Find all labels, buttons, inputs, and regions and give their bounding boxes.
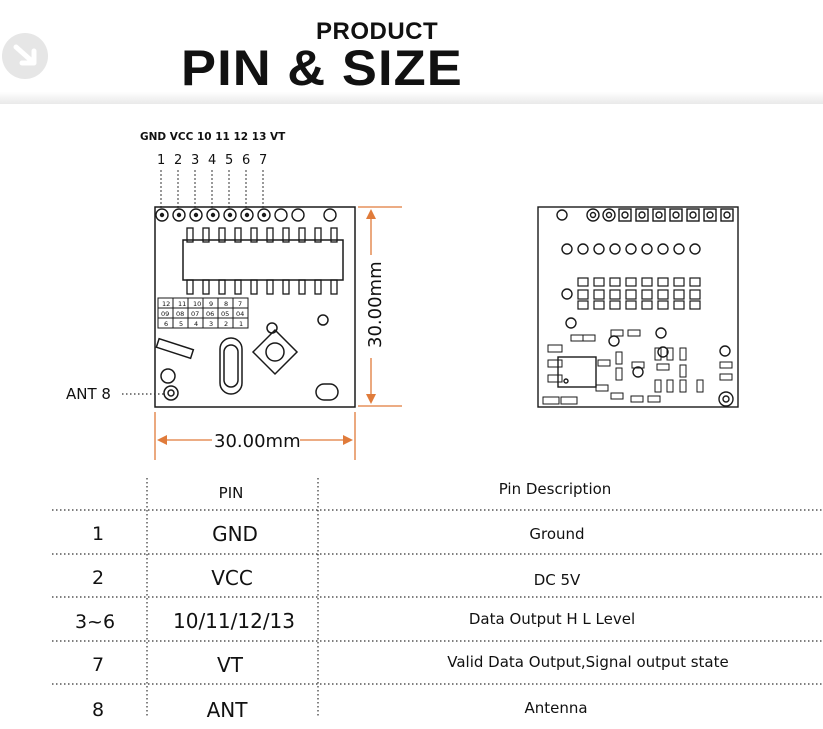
pin-number: 6: [242, 153, 250, 168]
board-back: [537, 206, 739, 408]
chip-cell: 07: [191, 310, 199, 318]
chip-cell: 09: [161, 310, 169, 318]
table-cell-pin: VCC: [211, 566, 253, 590]
pin-names-label: GND VCC 10 11 12 13 VT: [140, 131, 286, 143]
header-pin: PIN: [218, 484, 244, 502]
dimension-arrowheads: [157, 209, 376, 445]
chip-mapping-table: 12 11 10 9 8 7 09 08 07 06 05 04 6 5 4 3…: [161, 300, 244, 328]
chip-cell: 05: [221, 310, 229, 318]
table-cell-description: Antenna: [524, 699, 588, 717]
table-cell-number: 3~6: [74, 611, 116, 633]
chip-cell: 1: [239, 320, 243, 328]
pin-number: 7: [259, 153, 267, 168]
chip-cell: 04: [236, 310, 244, 318]
dimension-lines: [154, 206, 402, 460]
pin-number: 1: [157, 153, 165, 168]
title-product: PRODUCT: [316, 18, 439, 45]
width-label: 30.00mm: [214, 431, 301, 452]
ant-label: ANT 8: [66, 385, 111, 403]
chip-cell: 06: [206, 310, 214, 318]
pin-number: 4: [208, 153, 216, 168]
chip-cell: 12: [162, 300, 170, 308]
chip-cell: 11: [178, 300, 186, 308]
table-cell-description: Valid Data Output,Signal output state: [447, 653, 729, 671]
chip-cell: 9: [209, 300, 213, 308]
chip-cell: 08: [176, 310, 184, 318]
table-cell-pin: 10/11/12/13: [172, 609, 296, 633]
chip-cell: 2: [224, 320, 228, 328]
table-cell-pin: VT: [217, 653, 243, 677]
header-banner: PRODUCT PIN & SIZE: [0, 0, 823, 104]
pin-number: 5: [225, 153, 233, 168]
chip-cell: 4: [194, 320, 198, 328]
title-pin-size: PIN & SIZE: [181, 40, 463, 96]
pin-number: 2: [174, 153, 182, 168]
chip-cell: 7: [238, 300, 242, 308]
chip-cell: 3: [209, 320, 213, 328]
table-cell-description: DC 5V: [533, 571, 581, 589]
table-cell-number: 7: [91, 654, 105, 676]
table-cell-pin: ANT: [206, 698, 248, 722]
table-cell-pin: GND: [212, 522, 258, 546]
header-pin-description: Pin Description: [498, 480, 612, 498]
chip-cell: 5: [179, 320, 183, 328]
pin-number-labels: 1 2 3 4 5 6 7: [157, 153, 267, 168]
chip-cell: 8: [224, 300, 228, 308]
brand-logo-icon: [2, 33, 48, 79]
height-label: 30.00mm: [365, 261, 386, 348]
pin-number: 3: [191, 153, 199, 168]
table-cell-description: Data Output H L Level: [468, 610, 636, 628]
table-cell-number: 8: [91, 699, 105, 721]
chip-cell: 6: [164, 320, 168, 328]
table-cell-number: 2: [91, 567, 105, 589]
table-cell-description: Ground: [529, 525, 585, 543]
chip-cell: 10: [193, 300, 201, 308]
table-cell-number: 1: [91, 523, 105, 545]
board-front: [154, 206, 356, 408]
